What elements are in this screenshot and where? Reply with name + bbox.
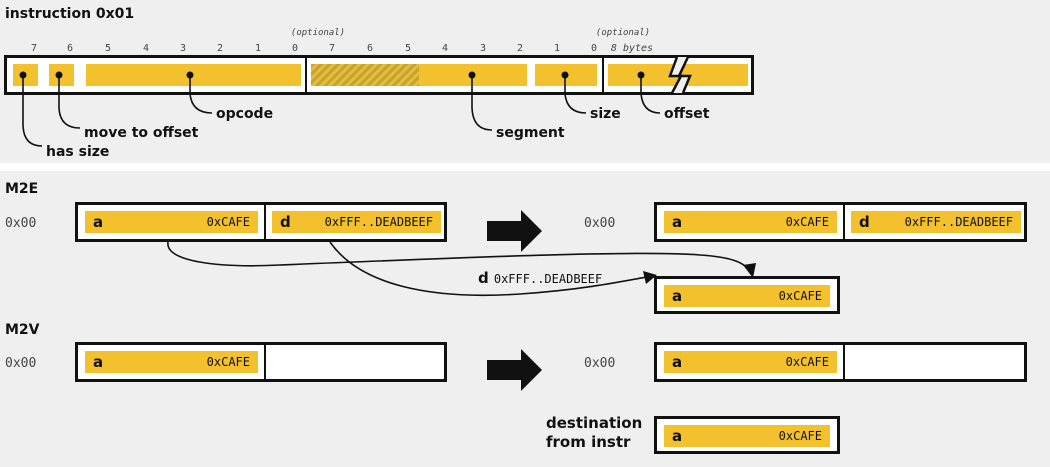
destination-label-line: destination — [546, 414, 643, 432]
size-label: size — [590, 106, 621, 122]
register-value: 0xCAFE — [778, 289, 822, 303]
register-cell: d 0xFFF..DEADBEEF — [272, 211, 441, 233]
offset-label: offset — [664, 106, 710, 122]
callout-has-size — [19, 71, 43, 147]
instruction-title: instruction 0x01 — [5, 6, 135, 22]
m2e-address-after: 0x00 — [584, 216, 616, 231]
destination-label: destination from instr — [546, 414, 642, 452]
m2v-register-before: a 0xCAFE — [75, 342, 447, 382]
register-name: d — [859, 213, 870, 231]
register-divider — [843, 205, 845, 239]
register-cell: a 0xCAFE — [664, 285, 830, 307]
callout-size — [561, 71, 587, 114]
bit-number: 2 — [516, 43, 524, 54]
register-value: 0xCAFE — [785, 355, 829, 369]
transform-arrow-m2e — [487, 210, 542, 252]
m2e-address-before: 0x00 — [5, 216, 37, 231]
register-name: a — [672, 427, 683, 445]
bit-number: 4 — [441, 43, 449, 54]
register-cell: a 0xCAFE — [85, 351, 258, 373]
break-mark — [668, 56, 692, 94]
bit-number: 5 — [104, 43, 112, 54]
bit-number: 0 — [291, 43, 299, 54]
m2v-address-after: 0x00 — [584, 356, 616, 371]
bit-number: 2 — [216, 43, 224, 54]
register-name: a — [672, 353, 683, 371]
destination-label-line: from instr — [546, 433, 631, 451]
m2e-register-before: a 0xCAFE d 0xFFF..DEADBEEF — [75, 202, 447, 242]
register-divider — [264, 345, 266, 379]
bit-number: 1 — [254, 43, 262, 54]
bit-number: 7 — [328, 43, 336, 54]
register-cell: a 0xCAFE — [85, 211, 258, 233]
register-value: 0xFFF..DEADBEEF — [324, 215, 433, 229]
m2e-register-after: a 0xCAFE d 0xFFF..DEADBEEF — [654, 202, 1027, 242]
m2e-register-below: a 0xCAFE — [654, 276, 840, 314]
has-size-label: has size — [46, 144, 110, 160]
register-name: d — [478, 269, 489, 287]
register-cell: a 0xCAFE — [664, 425, 830, 447]
flow-arrow-d — [329, 241, 657, 297]
register-name: d — [280, 213, 291, 231]
segment-label: segment — [496, 125, 565, 141]
flow-arrow-a — [167, 241, 756, 278]
callout-offset — [637, 71, 661, 114]
register-value: 0xCAFE — [785, 215, 829, 229]
m2v-title: M2V — [5, 322, 40, 338]
bit-number: 0 — [590, 43, 598, 54]
register-name: a — [672, 213, 683, 231]
optional-label-segment: (optional) — [290, 28, 346, 38]
m2v-address-before: 0x00 — [5, 356, 37, 371]
register-divider — [264, 205, 266, 239]
register-cell: a 0xCAFE — [664, 211, 837, 233]
register-name: a — [93, 213, 104, 231]
bit-number: 1 — [553, 43, 561, 54]
moved-value-label: d 0xFFF..DEADBEEF — [478, 268, 602, 287]
offset-bytes-label: 8 bytes — [610, 43, 654, 54]
transform-arrow-m2v — [487, 349, 542, 391]
register-value: 0xFFF..DEADBEEF — [493, 272, 603, 286]
register-value: 0xCAFE — [206, 355, 250, 369]
bit-number: 7 — [30, 43, 38, 54]
register-value: 0xCAFE — [206, 215, 250, 229]
m2v-register-after: a 0xCAFE — [654, 342, 1027, 382]
move-to-offset-label: move to offset — [84, 125, 199, 141]
bit-number: 3 — [179, 43, 187, 54]
register-value: 0xFFF..DEADBEEF — [904, 215, 1013, 229]
callout-move-to-offset — [55, 71, 81, 129]
m2e-title: M2E — [5, 181, 39, 197]
bit-number: 6 — [66, 43, 74, 54]
bit-number: 5 — [404, 43, 412, 54]
callout-segment — [468, 71, 493, 131]
register-name: a — [672, 287, 683, 305]
byte-separator — [602, 58, 604, 92]
optional-label-offset: (optional) — [595, 28, 651, 38]
register-divider — [843, 345, 845, 379]
register-value: 0xCAFE — [778, 429, 822, 443]
m2v-destination-register: a 0xCAFE — [654, 416, 840, 454]
byte-separator — [305, 58, 307, 92]
segment-reserved-field — [311, 64, 419, 86]
bit-number: 4 — [142, 43, 150, 54]
register-cell: d 0xFFF..DEADBEEF — [851, 211, 1021, 233]
callout-opcode — [186, 71, 213, 114]
opcode-label: opcode — [216, 106, 274, 122]
register-name: a — [93, 353, 104, 371]
bit-number: 6 — [366, 43, 374, 54]
register-cell: a 0xCAFE — [664, 351, 837, 373]
bit-number: 3 — [479, 43, 487, 54]
